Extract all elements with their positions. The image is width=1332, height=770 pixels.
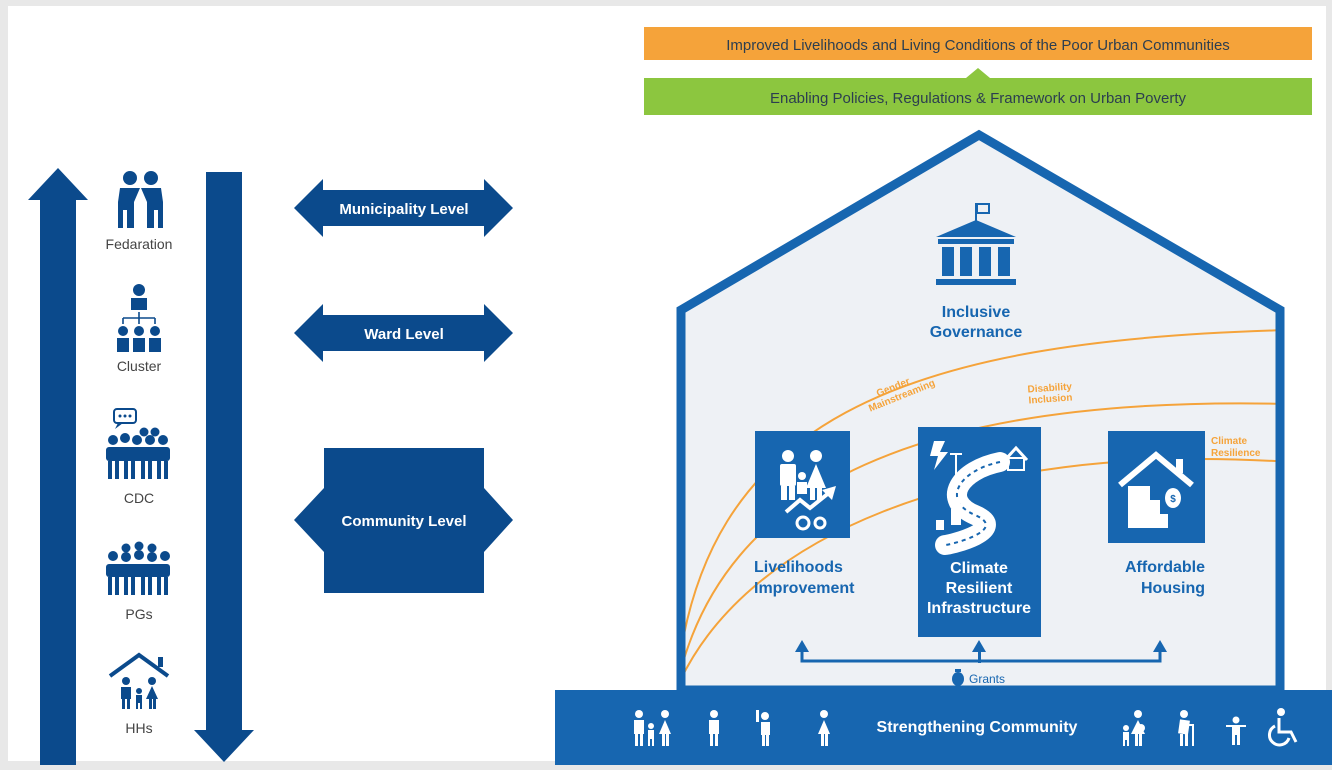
svg-text:$: $	[1170, 494, 1176, 505]
housing-label-line2: Housing	[1141, 580, 1205, 597]
infrastructure-label-line1: Climate	[950, 560, 1008, 577]
foundation-bar	[555, 690, 1332, 765]
hierarchy-label-pgs: PGs	[125, 606, 152, 622]
climate-resilience-label: Climate Resilience	[1211, 436, 1261, 459]
community-level-label: Community Level	[341, 513, 466, 530]
woman-icon	[818, 710, 830, 746]
handshake-icon	[118, 171, 163, 228]
livelihoods-label-line2: Improvement	[754, 580, 855, 597]
money-bag-icon	[952, 669, 964, 686]
man-icon	[709, 710, 719, 746]
svg-text:Resilience: Resilience	[1211, 448, 1261, 459]
gender-mainstreaming-curve	[681, 329, 1280, 690]
upward-arrow	[28, 168, 88, 765]
couple-icon	[634, 710, 671, 746]
foundation-label: Strengthening Community	[877, 719, 1078, 736]
waving-person-icon	[756, 710, 770, 746]
hierarchy-label-cluster: Cluster	[117, 358, 162, 374]
community-level-arrow: Community Level	[294, 448, 513, 593]
child-icon	[1226, 716, 1246, 745]
disability-inclusion-label: Disability Inclusion	[1027, 381, 1073, 406]
disability-inclusion-curve	[681, 402, 1280, 690]
top-banner	[644, 27, 1312, 60]
second-banner	[644, 78, 1312, 115]
group-icon	[106, 541, 170, 595]
svg-text:Inclusion: Inclusion	[1028, 392, 1073, 406]
hierarchy-label-cdc: CDC	[124, 490, 154, 506]
infrastructure-label-line3: Infrastructure	[927, 600, 1031, 617]
road-infrastructure-icon	[930, 441, 1029, 555]
government-building-icon	[936, 203, 1016, 285]
hierarchy-label-federation: Fedaration	[106, 236, 173, 252]
second-banner-text: Enabling Policies, Regulations & Framewo…	[770, 90, 1187, 107]
municipality-level-label: Municipality Level	[339, 201, 468, 218]
community-people-icons	[634, 708, 1298, 747]
governance-label-line2: Governance	[930, 324, 1023, 341]
livelihoods-icon	[780, 450, 836, 531]
grants-connector	[795, 640, 1167, 663]
house-outline	[676, 129, 1285, 695]
downward-arrow	[194, 172, 254, 762]
livelihoods-label-line1: Livelihoods	[754, 559, 843, 576]
svg-text:Disability: Disability	[1027, 381, 1073, 395]
infrastructure-label-line2: Resilient	[946, 580, 1013, 597]
org-chart-icon	[117, 284, 161, 352]
ward-level-label: Ward Level	[364, 326, 443, 343]
grants-label: Grants	[969, 672, 1005, 686]
pregnant-woman-icon	[1123, 710, 1145, 746]
svg-text:Climate: Climate	[1211, 436, 1248, 447]
wheelchair-icon	[1267, 708, 1298, 747]
banner-arrow-tip	[966, 68, 990, 78]
ward-level-arrow: Ward Level	[294, 304, 513, 362]
hierarchy-label-hhs: HHs	[125, 720, 152, 736]
municipality-level-arrow: Municipality Level	[294, 179, 513, 237]
elderly-person-icon	[1178, 710, 1194, 746]
top-banner-text: Improved Livelihoods and Living Conditio…	[726, 37, 1230, 54]
house-interior	[681, 135, 1280, 690]
governance-label-line1: Inclusive	[942, 304, 1011, 321]
housing-label-line1: Affordable	[1125, 559, 1205, 576]
group-discussion-icon	[106, 408, 170, 479]
affordable-housing-icon: $	[1118, 451, 1194, 528]
family-house-icon	[108, 652, 170, 709]
